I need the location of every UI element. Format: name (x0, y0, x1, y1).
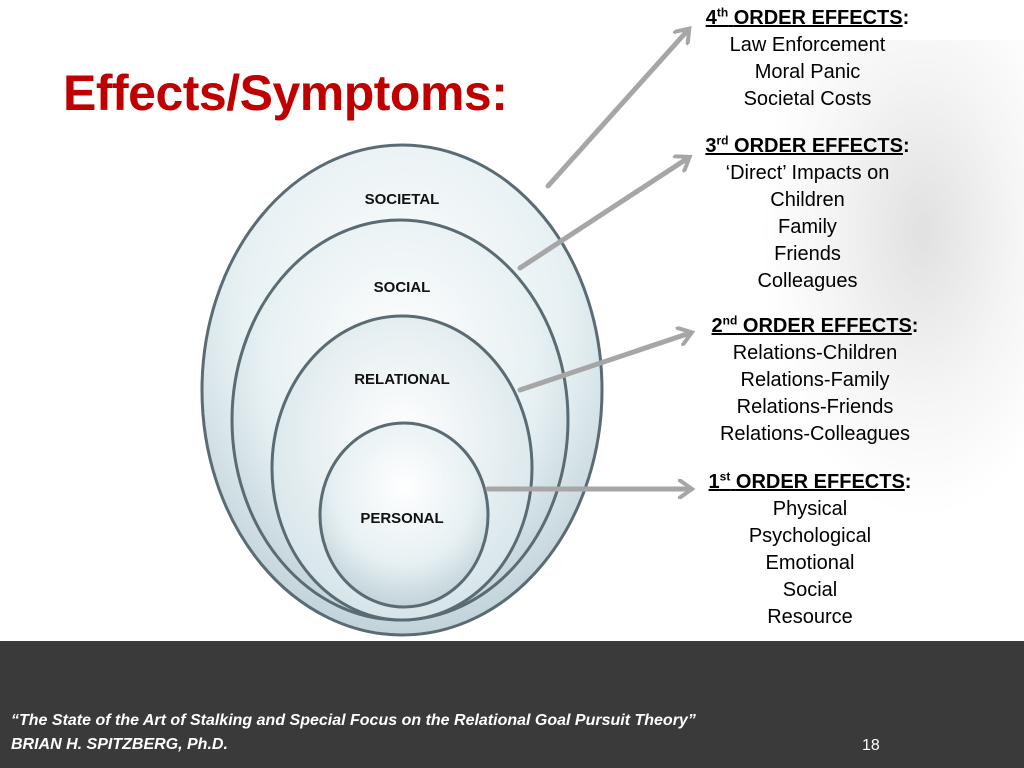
footer-bar (0, 641, 1024, 768)
effect-item: Societal Costs (743, 88, 872, 110)
effect-item: Moral Panic (754, 61, 861, 83)
effect-item: Relations-Colleagues (719, 423, 911, 445)
background-hand-image (760, 40, 1024, 520)
effect-item: ‘Direct’ Impacts on (725, 162, 890, 184)
ring-label-relational: RELATIONAL (354, 371, 450, 388)
effect-block-2nd-order: 2nd ORDER EFFECTS: Relations-Children Re… (700, 313, 930, 448)
effect-item: Social (782, 579, 838, 601)
arrow-to-3rd-order (517, 158, 688, 271)
effect-heading: 3rd ORDER EFFECTS (705, 133, 903, 157)
effect-heading: 4th ORDER EFFECTS (705, 5, 903, 29)
effect-item: Family (778, 216, 837, 238)
citation-title: “The State of the Art of Stalking and Sp… (11, 712, 696, 729)
ring-personal: PERSONAL (318, 421, 490, 609)
effect-item: Psychological (748, 525, 872, 547)
effect-block-4th-order: 4th ORDER EFFECTS: Law Enforcement Moral… (700, 5, 915, 113)
page-number: 18 (862, 737, 880, 754)
effect-item: Emotional (765, 552, 855, 574)
effect-block-1st-order: 1st ORDER EFFECTS: Physical Psychologica… (700, 469, 920, 631)
arrow-to-4th-order (545, 30, 688, 189)
effect-heading: 2nd ORDER EFFECTS (711, 313, 912, 337)
ring-label-social: SOCIAL (374, 279, 431, 296)
effect-item: Children (770, 189, 845, 211)
effect-item: Resource (767, 606, 853, 628)
effect-item: Law Enforcement (729, 34, 886, 56)
ring-label-personal: PERSONAL (360, 510, 443, 527)
effect-item: Relations-Friends (736, 396, 894, 418)
effect-item: Friends (774, 243, 841, 265)
citation: “The State of the Art of Stalking and Sp… (11, 709, 696, 757)
arrow-to-2nd-order (517, 333, 690, 393)
nested-circles-diagram: SOCIETAL SOCIAL RELATIONAL PERSONAL (200, 0, 1024, 637)
effect-item: Colleagues (757, 270, 858, 292)
effect-item: Physical (772, 498, 848, 520)
ring-label-societal: SOCIETAL (365, 191, 440, 208)
effect-heading: 1st ORDER EFFECTS (708, 469, 905, 493)
effect-item: Relations-Children (732, 342, 898, 364)
citation-author: BRIAN H. SPITZBERG, Ph.D. (11, 736, 228, 753)
effect-block-3rd-order: 3rd ORDER EFFECTS: ‘Direct’ Impacts on C… (700, 133, 915, 295)
slide-title: Effects/Symptoms: (63, 65, 508, 121)
effect-item: Relations-Family (740, 369, 890, 391)
